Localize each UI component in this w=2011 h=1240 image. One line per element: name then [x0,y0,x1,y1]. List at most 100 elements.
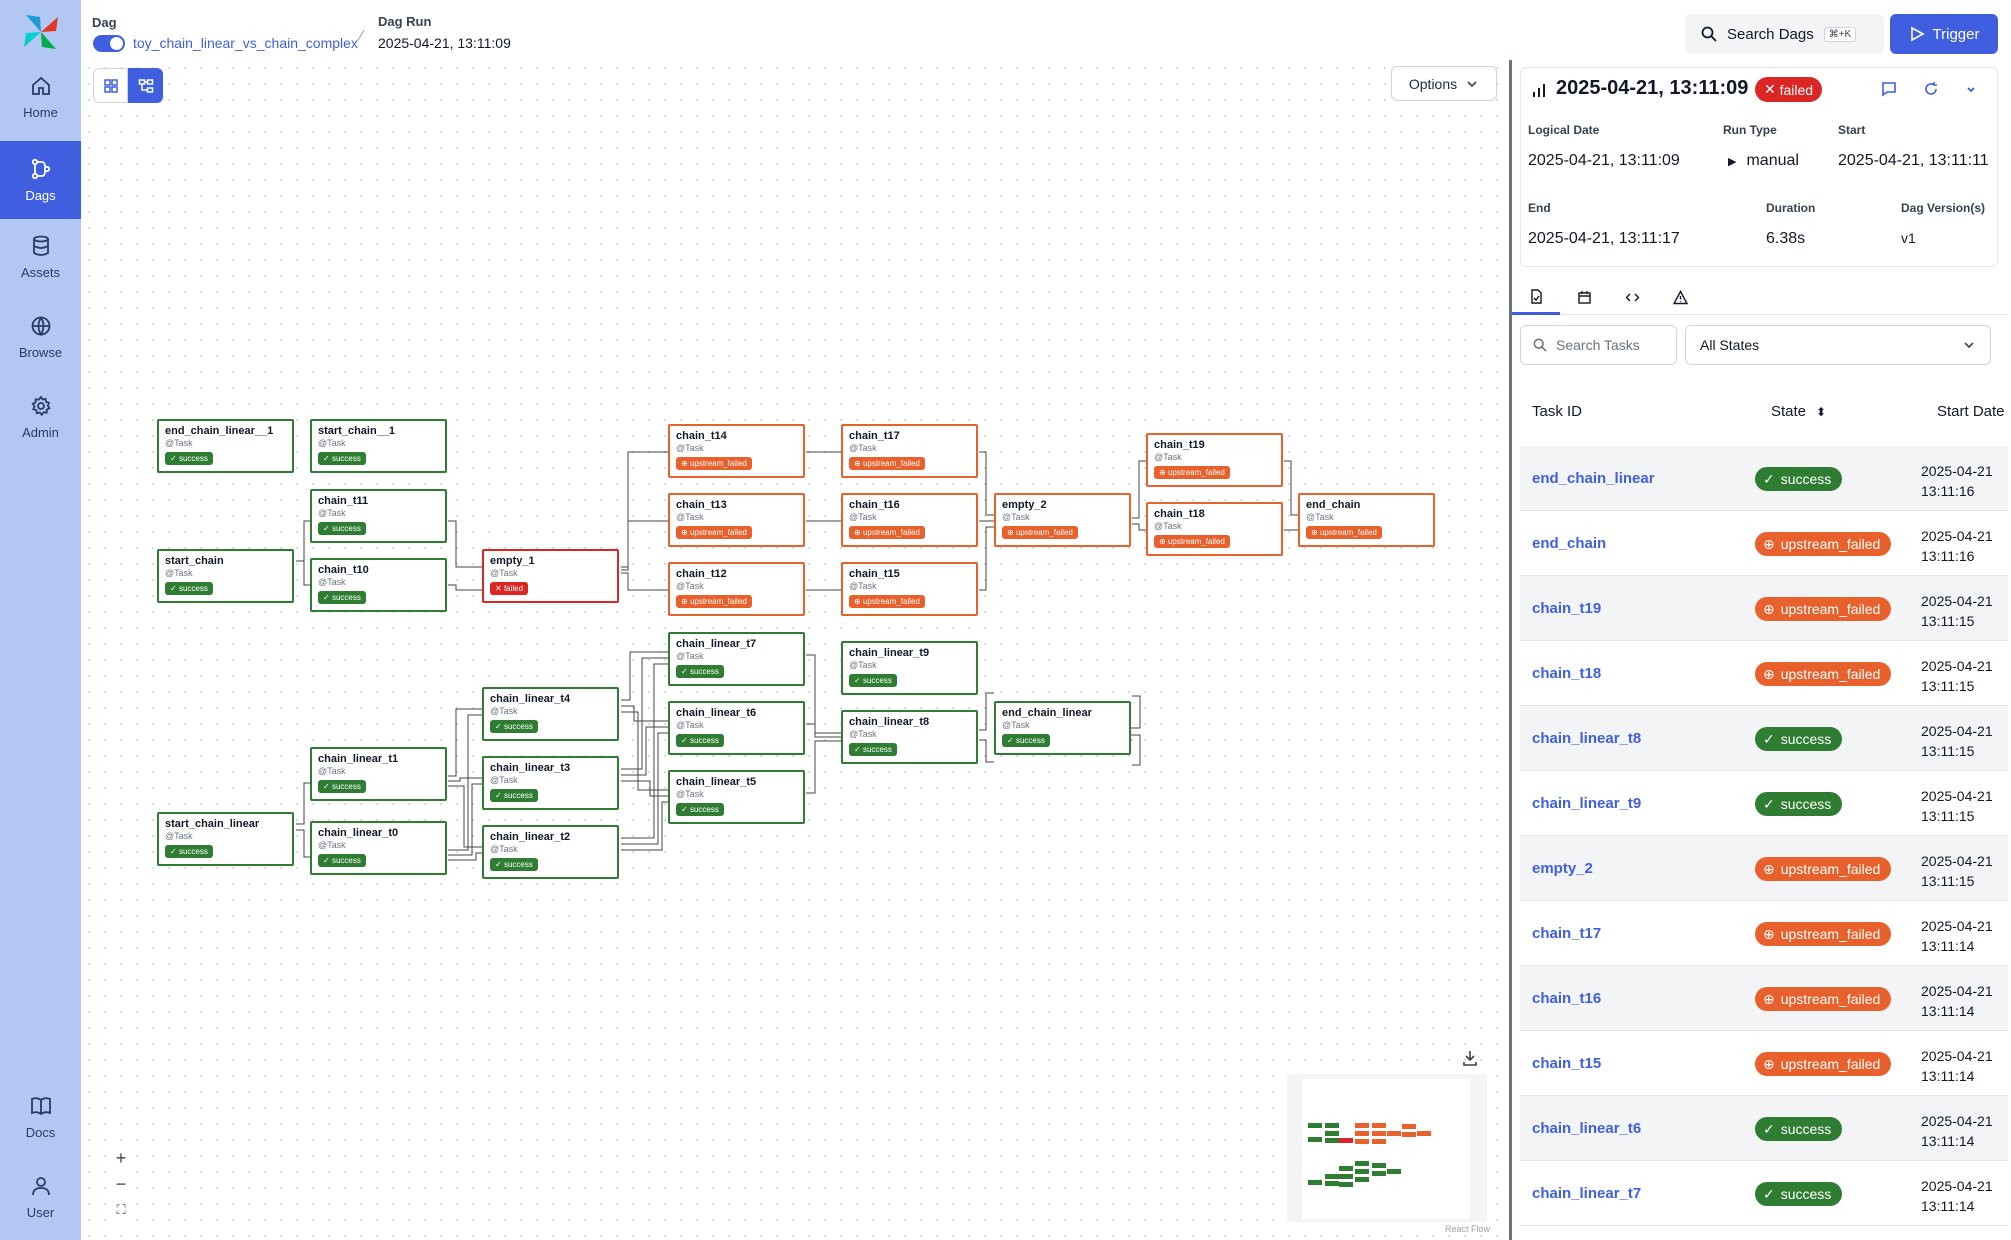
task-node[interactable]: chain_linear_t8@Task✓ success [841,710,978,764]
grid-icon [103,78,118,93]
task-node[interactable]: start_chain__1@Task✓ success [310,419,447,473]
zoom-out-button[interactable]: − [108,1171,134,1197]
column-state[interactable]: State⬍ [1771,403,1827,420]
task-node[interactable]: chain_t11@Task✓ success [310,489,447,543]
task-node[interactable]: end_chain@Task⊕ upstream_failed [1298,493,1435,547]
nav-label: Docs [25,1125,56,1140]
edge [296,829,310,858]
task-id-link[interactable]: chain_t19 [1532,600,1602,617]
task-node[interactable]: chain_linear_t9@Task✓ success [841,641,978,695]
dag-name-link[interactable]: toy_chain_linear_vs_chain_complex [133,35,358,51]
task-node[interactable]: chain_linear_t7@Task✓ success [668,632,805,686]
task-id-link[interactable]: empty_2 [1532,860,1593,877]
node-state-badge: ✓ success [165,582,213,595]
zoom-in-button[interactable]: + [108,1145,134,1171]
refresh-icon[interactable] [1922,80,1940,98]
nav-browse[interactable]: Browse [0,298,81,376]
task-node[interactable]: chain_t18@Task⊕ upstream_failed [1146,502,1283,556]
tab-warnings[interactable] [1656,280,1704,315]
fit-view-button[interactable]: ⛶ [108,1197,134,1223]
comment-icon[interactable] [1880,80,1898,98]
task-node[interactable]: chain_linear_t2@Task✓ success [482,825,619,879]
options-button[interactable]: Options [1391,66,1497,101]
nav-docs[interactable]: Docs [0,1078,81,1156]
task-node[interactable]: chain_linear_t1@Task✓ success [310,747,447,801]
airflow-logo[interactable] [20,11,62,53]
nav-user[interactable]: User [0,1158,81,1236]
nav-assets[interactable]: Assets [0,218,81,296]
task-node[interactable]: chain_t12@Task⊕ upstream_failed [668,562,805,616]
task-id-link[interactable]: end_chain [1532,535,1607,552]
node-state-badge: ⊕ upstream_failed [849,526,925,539]
node-state-badge: ⊕ upstream_failed [676,595,752,608]
logical-date-value: 2025-04-21, 13:11:09 [1528,152,1680,169]
tab-calendar[interactable] [1560,280,1608,315]
task-id-link[interactable]: chain_linear_t7 [1532,1185,1642,1202]
run-type-label: Run Type [1723,123,1777,137]
minimap[interactable] [1287,1074,1487,1222]
task-node[interactable]: chain_t10@Task✓ success [310,558,447,612]
task-node[interactable]: empty_1@Task✕ failed [482,549,619,603]
edge [448,785,482,848]
task-node[interactable]: chain_t17@Task⊕ upstream_failed [841,424,978,478]
task-id-link[interactable]: chain_t17 [1532,925,1602,942]
task-id-link[interactable]: chain_t16 [1532,990,1602,1007]
task-id-link[interactable]: chain_linear_t8 [1532,730,1642,747]
state-icon: ⊕ [1763,860,1775,877]
minimap-nodes [1308,1123,1431,1187]
chevron-down-icon[interactable] [1962,80,1980,98]
nav-dags[interactable]: Dags [0,141,81,219]
column-start-date[interactable]: Start Date [1937,403,2005,420]
search-dags-button[interactable]: Search Dags ⌘+K [1685,14,1884,54]
task-node[interactable]: chain_linear_t5@Task✓ success [668,770,805,824]
download-icon[interactable] [1461,1049,1479,1067]
task-id-link[interactable]: chain_linear_t9 [1532,795,1642,812]
task-id-link[interactable]: chain_t18 [1532,665,1602,682]
nav-admin[interactable]: Admin [0,378,81,456]
task-node[interactable]: empty_2@Task⊕ upstream_failed [994,493,1131,547]
tab-task-instances[interactable] [1512,280,1560,315]
column-task-id[interactable]: Task ID [1532,403,1583,420]
task-id-link[interactable]: end_chain_linear [1532,470,1655,487]
task-node[interactable]: chain_linear_t4@Task✓ success [482,687,619,741]
graph-view-button[interactable] [128,68,163,103]
task-node[interactable]: start_chain@Task✓ success [157,549,294,603]
react-flow-attribution[interactable]: React Flow [1445,1224,1491,1234]
search-shortcut: ⌘+K [1823,26,1857,42]
task-node[interactable]: chain_t13@Task⊕ upstream_failed [668,493,805,547]
task-node[interactable]: chain_linear_t6@Task✓ success [668,701,805,755]
state-filter-select[interactable]: All States [1685,325,1991,365]
task-node[interactable]: end_chain_linear@Task✓ success [994,701,1131,755]
task-node[interactable]: chain_t16@Task⊕ upstream_failed [841,493,978,547]
edge [621,711,668,791]
task-node[interactable]: chain_t14@Task⊕ upstream_failed [668,424,805,478]
task-node[interactable]: end_chain_linear__1@Task✓ success [157,419,294,473]
dag-pause-toggle[interactable] [93,35,125,52]
task-node[interactable]: chain_t19@Task⊕ upstream_failed [1146,433,1283,487]
grid-view-button[interactable] [93,68,128,103]
tab-code[interactable] [1608,280,1656,315]
trigger-button[interactable]: Trigger [1890,14,1998,54]
task-id-link[interactable]: chain_t15 [1532,1055,1602,1072]
task-node[interactable]: chain_t15@Task⊕ upstream_failed [841,562,978,616]
task-id-link[interactable]: chain_linear_t6 [1532,1120,1642,1137]
nav-home[interactable]: Home [0,58,81,136]
task-node[interactable]: chain_linear_t0@Task✓ success [310,821,447,875]
task-node[interactable]: start_chain_linear@Task✓ success [157,812,294,866]
task-node[interactable]: chain_linear_t3@Task✓ success [482,756,619,810]
task-search-input[interactable]: Search Tasks [1520,325,1677,365]
